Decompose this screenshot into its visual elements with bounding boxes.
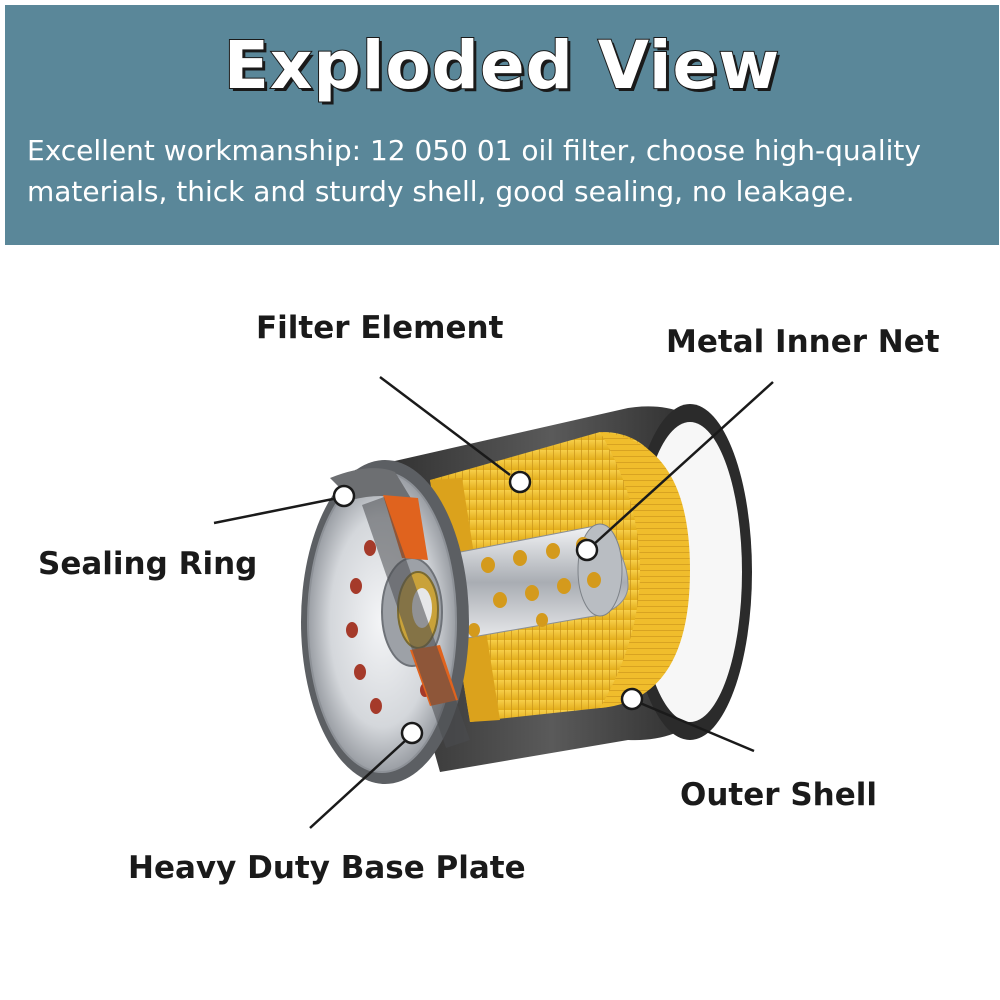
label-heavy-duty-base-plate: Heavy Duty Base Plate (128, 850, 526, 886)
label-outer-shell: Outer Shell (680, 777, 877, 813)
label-filter-element: Filter Element (256, 310, 503, 346)
label-sealing-ring: Sealing Ring (38, 546, 257, 582)
label-metal-inner-net: Metal Inner Net (666, 324, 940, 360)
